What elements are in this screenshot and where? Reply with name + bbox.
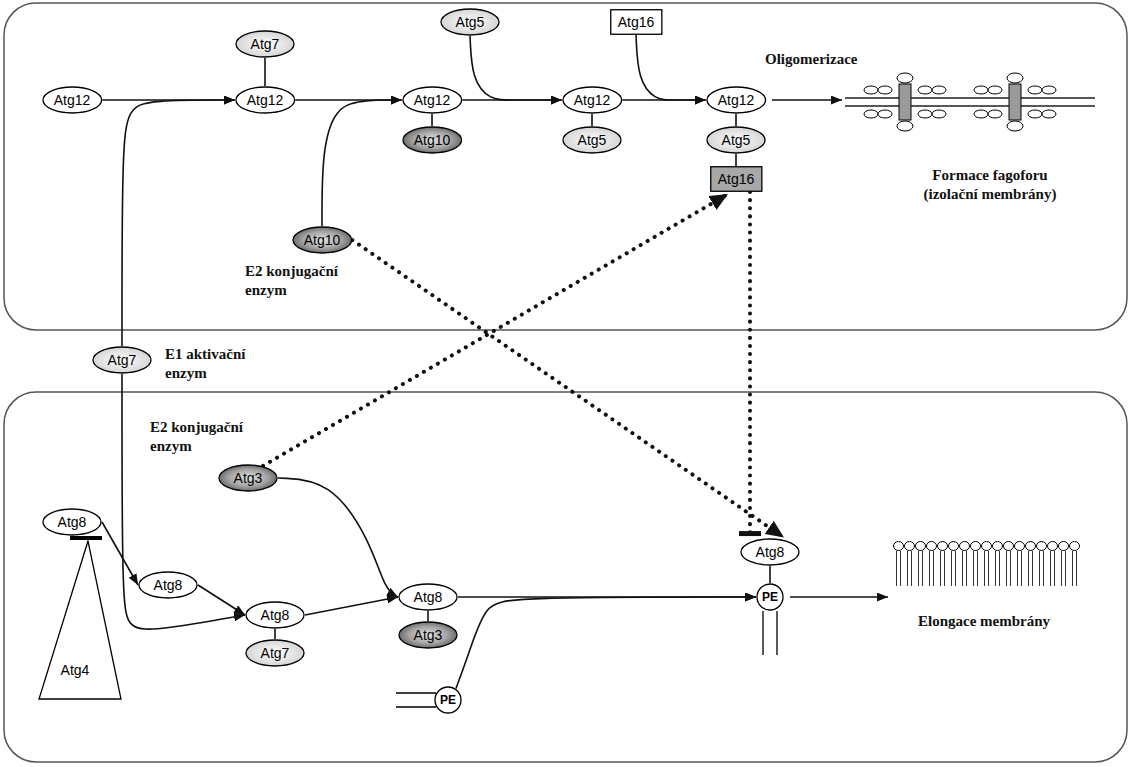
step-label: E2 konjugační enzym (245, 262, 360, 300)
protein-name: Atg7 (108, 352, 137, 368)
protein-oval: Atg8 (398, 583, 458, 611)
step-label: E1 aktivační enzym (165, 345, 280, 383)
lipid-tail (763, 611, 777, 655)
protein-oval: Atg7 (235, 30, 295, 58)
protein-oval: Atg12 (235, 86, 296, 114)
step-label: Oligomerizace (765, 50, 857, 69)
protein-name: Atg12 (718, 92, 755, 108)
reaction-arrow (305, 597, 398, 615)
protein-oval: Atg5 (706, 126, 766, 154)
enzyme-oval: Atg10 (402, 126, 463, 154)
reaction-arrow (636, 35, 706, 100)
protease-triangle: Atg4 (38, 540, 122, 700)
lipid-head: PE (434, 686, 462, 714)
arrow (772, 99, 842, 101)
bond-line (264, 58, 266, 86)
protein-oval: Atg8 (245, 601, 305, 629)
protein-name: Atg7 (261, 645, 290, 661)
step-label: Formace fagoforu (izolační membrány) (905, 166, 1075, 204)
protein-name: Atg4 (61, 662, 90, 678)
bond-line (769, 566, 771, 583)
protein-oval: Atg8 (42, 508, 102, 536)
membrane (845, 98, 1095, 106)
protein-name: Atg10 (414, 132, 451, 148)
protein-name: PE (440, 692, 456, 708)
step-label: E2 konjugační enzym (150, 418, 265, 456)
reaction-arrow (122, 100, 235, 346)
bond-line (591, 114, 593, 126)
reaction-arrow (122, 374, 245, 629)
panel (4, 392, 1127, 762)
lipid-tail (396, 693, 436, 707)
protein-name: Atg3 (414, 627, 443, 643)
protein-name: Atg8 (58, 514, 87, 530)
step-label: Elongace membrány (918, 612, 1050, 631)
protein-oval: Atg7 (245, 639, 305, 667)
protein-oval: Atg7 (92, 346, 152, 374)
protein-name: Atg16 (718, 171, 755, 187)
dotted-arrow (748, 192, 752, 534)
protein-oval: Atg5 (440, 8, 500, 36)
protein-name: Atg16 (618, 14, 655, 30)
bond-line (431, 114, 433, 126)
protein-oval: Atg12 (562, 86, 623, 114)
protein-name: Atg5 (722, 132, 751, 148)
bond-line (274, 629, 276, 639)
reaction-arrow (278, 478, 398, 597)
protein-complex (864, 73, 946, 131)
protein-oval: Atg12 (42, 86, 103, 114)
protein-name: Atg8 (154, 577, 183, 593)
protein-name: Atg7 (251, 36, 280, 52)
enzyme-oval: Atg10 (292, 226, 353, 254)
protein-name: Atg8 (756, 544, 785, 560)
protein-name: Atg12 (414, 92, 451, 108)
protein-name: Atg5 (578, 132, 607, 148)
protein-oval: Atg12 (402, 86, 463, 114)
protein-name: Atg3 (234, 470, 263, 486)
bond-line (735, 154, 737, 166)
reaction-arrow (322, 100, 402, 226)
protein-oval: Atg8 (740, 538, 800, 566)
protein-name: PE (762, 589, 778, 605)
protein-box: Atg16 (710, 166, 763, 192)
protein-name: Atg8 (261, 607, 290, 623)
protein-name: Atg12 (54, 92, 91, 108)
dotted-arrow (352, 240, 784, 538)
reaction-arrow (198, 585, 245, 615)
reaction-arrow (102, 522, 138, 585)
dotted-arrow (263, 194, 728, 466)
reaction-arrow (456, 597, 756, 689)
protein-name: Atg8 (414, 589, 443, 605)
protein-complex (974, 73, 1056, 131)
protein-oval: Atg12 (706, 86, 767, 114)
protein-name: Atg10 (304, 232, 341, 248)
lipid-head: PE (756, 583, 784, 611)
protein-oval: Atg8 (138, 571, 198, 599)
arrow (790, 596, 888, 598)
cleavage-bar (70, 536, 102, 540)
enzyme-oval: Atg3 (218, 464, 278, 492)
bond-line (735, 114, 737, 126)
protein-box: Atg16 (610, 9, 663, 35)
panel (4, 3, 1127, 330)
reaction-arrow (470, 36, 562, 100)
protein-name: Atg12 (247, 92, 284, 108)
protein-oval: Atg5 (562, 126, 622, 154)
membrane (893, 540, 1080, 590)
enzyme-oval: Atg3 (398, 621, 458, 649)
bond-line (427, 611, 429, 621)
protein-name: Atg12 (574, 92, 611, 108)
protein-name: Atg5 (456, 14, 485, 30)
